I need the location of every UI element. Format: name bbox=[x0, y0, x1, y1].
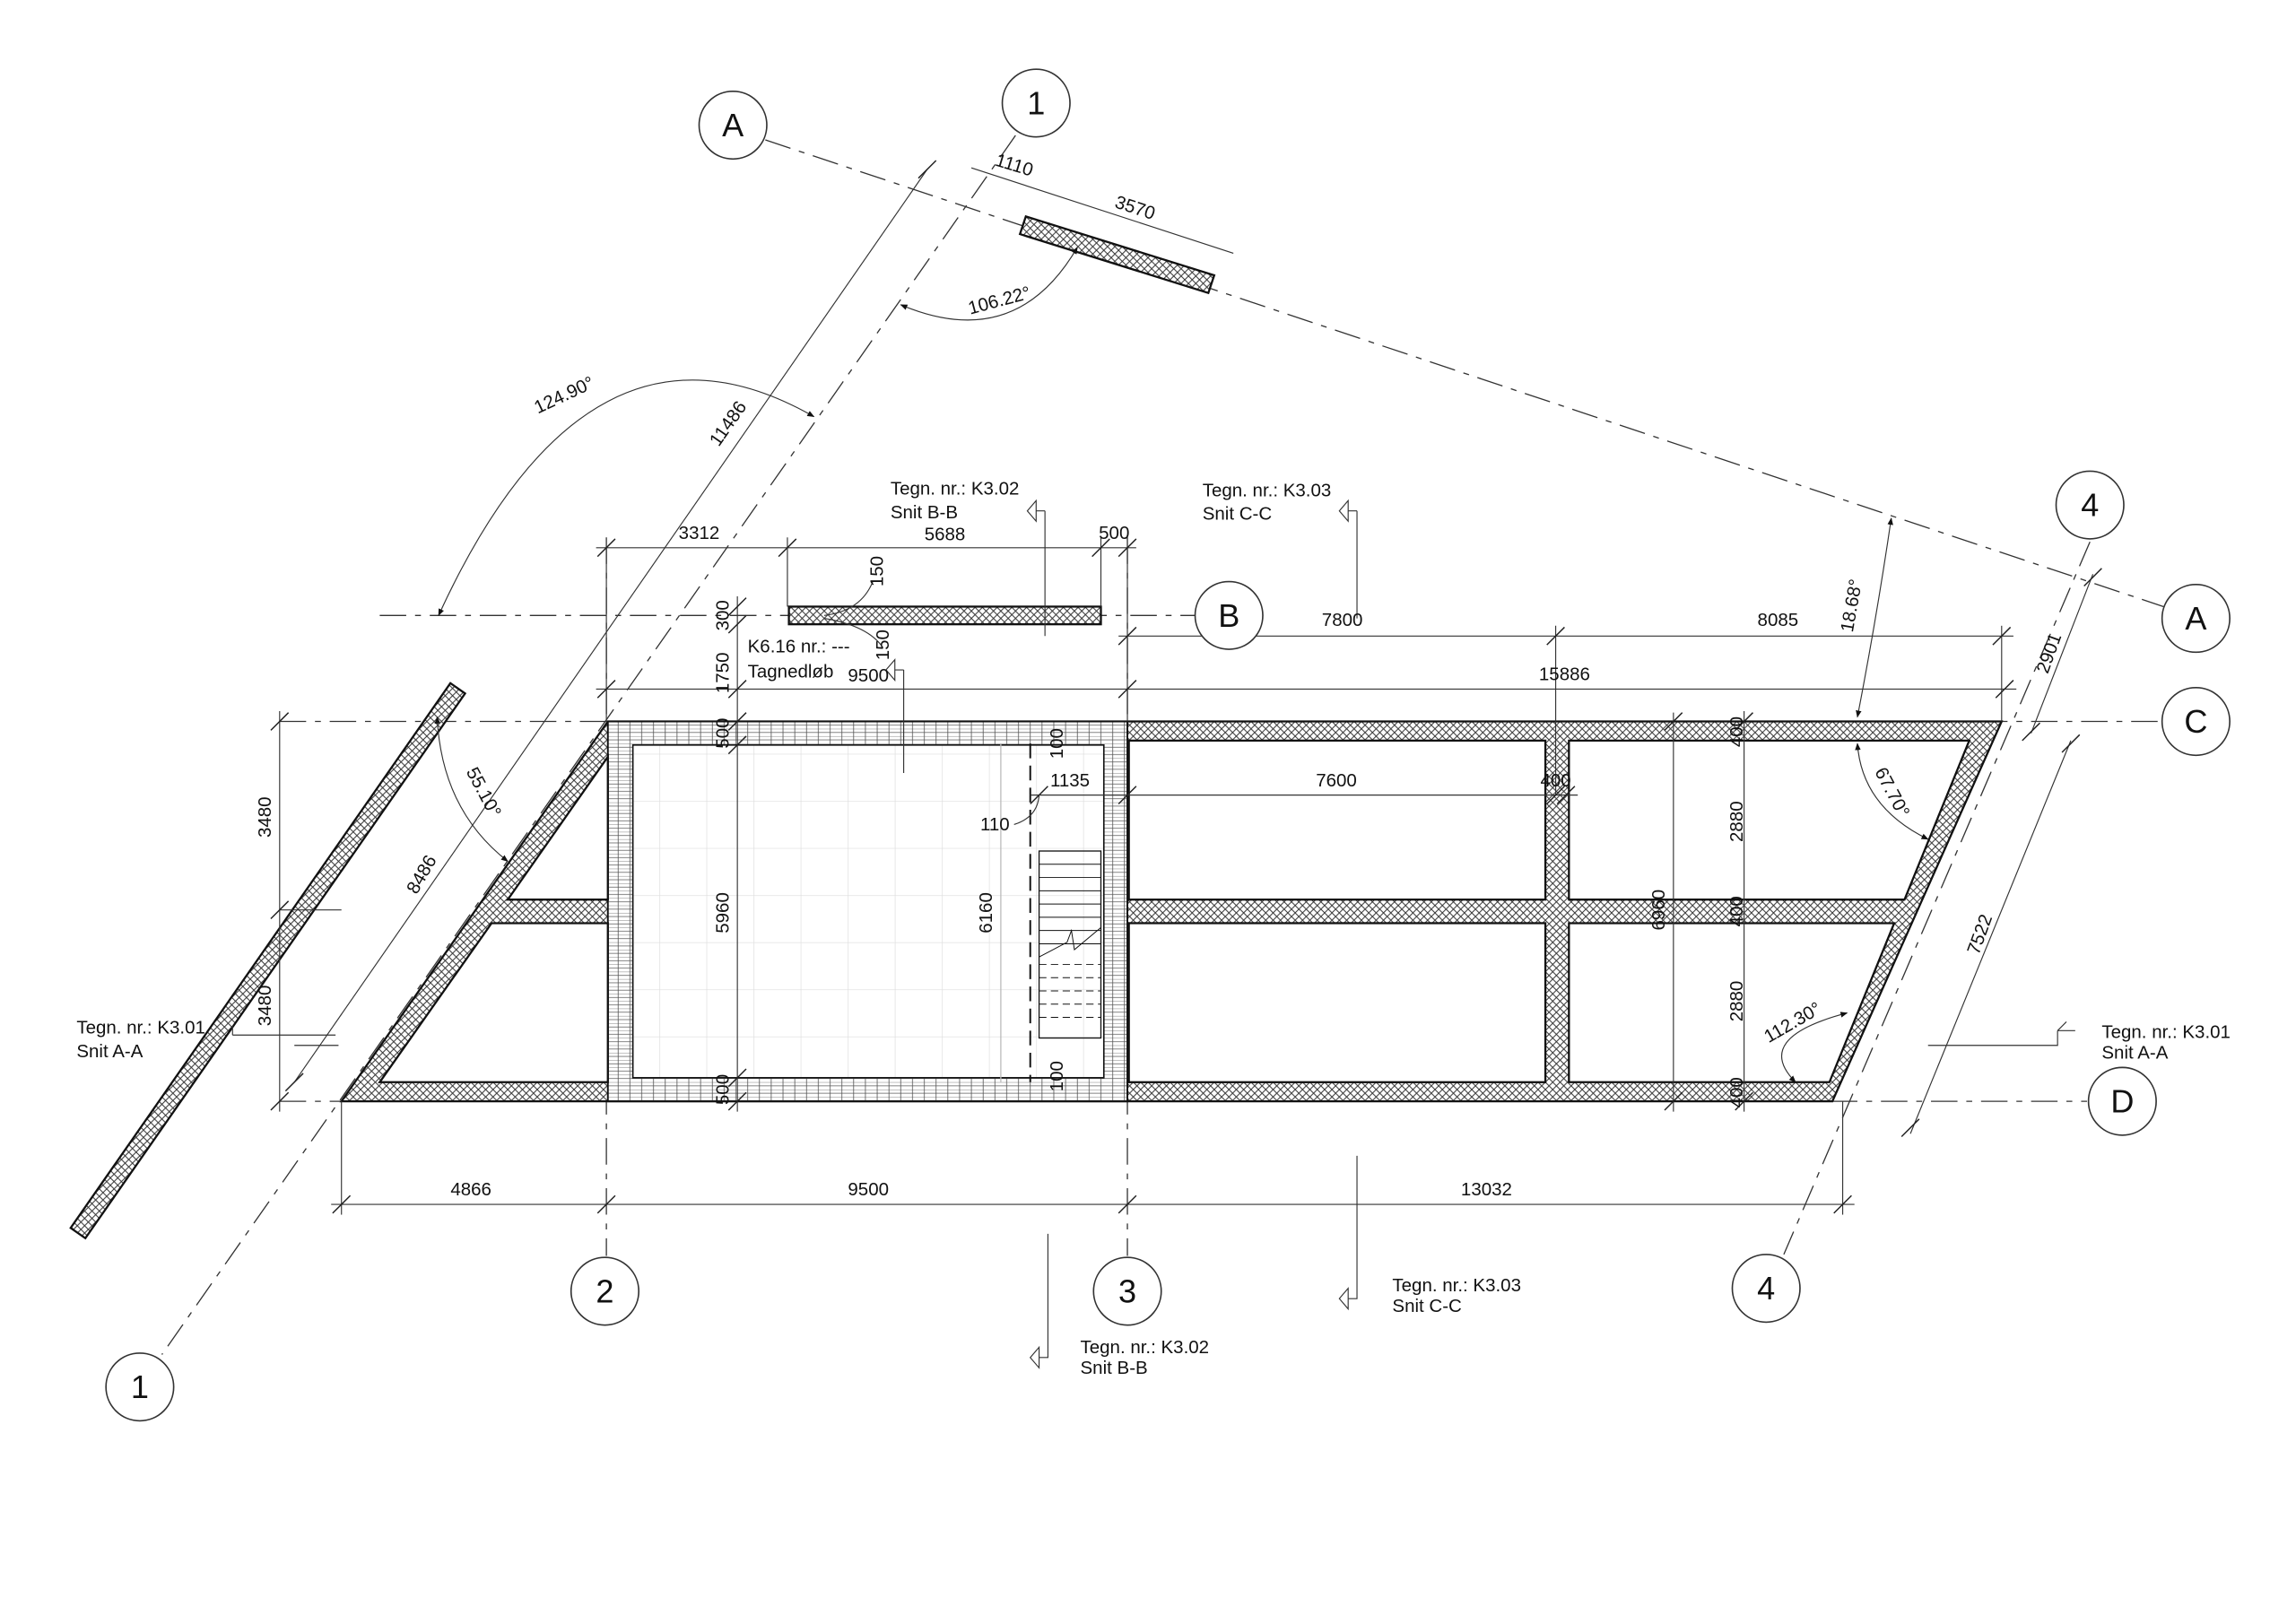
dimension-label: 8486 bbox=[403, 852, 441, 898]
angle-label: 106.22° bbox=[966, 282, 1032, 319]
dimension-label: 15886 bbox=[1539, 664, 1590, 685]
grid-bubble-4-bottom: 4 bbox=[1757, 1270, 1775, 1307]
section-label: K6.16 nr.: --- bbox=[748, 636, 850, 656]
angle-label: 18.68° bbox=[1837, 578, 1866, 634]
dimension-label: 11486 bbox=[706, 397, 752, 450]
section-label: Snit B-B bbox=[891, 502, 958, 523]
dimension-label: 2901 bbox=[2032, 630, 2066, 676]
dimension-label: 500 bbox=[712, 1074, 733, 1105]
grid-bubble-4-top: 4 bbox=[2081, 487, 2099, 524]
dimension-label: 400 bbox=[1726, 1077, 1747, 1107]
angle-annotations bbox=[434, 247, 1929, 1083]
dimension-label: 150 bbox=[873, 630, 893, 660]
section-label: Snit C-C bbox=[1392, 1296, 1462, 1316]
grid-bubbles bbox=[105, 68, 2231, 1422]
dimension-label: 3312 bbox=[679, 523, 720, 543]
dimension-label: 5688 bbox=[925, 525, 966, 545]
section-label: Tegn. nr.: K3.03 bbox=[1203, 480, 1332, 500]
section-label: Tegn. nr.: K3.02 bbox=[891, 479, 1020, 499]
dimension-label: 100 bbox=[1047, 728, 1067, 759]
building-walls bbox=[339, 720, 2004, 1103]
dimension-label: 400 bbox=[1726, 896, 1747, 926]
dimension-label: 300 bbox=[712, 600, 733, 630]
section-label: Tagnedløb bbox=[748, 661, 834, 682]
room bbox=[378, 922, 609, 1083]
dimension-label: 8085 bbox=[1758, 610, 1799, 630]
section-label: Tegn. nr.: K3.01 bbox=[76, 1018, 205, 1038]
grid-bubble-a-top: A bbox=[722, 107, 744, 143]
stair-room-floor bbox=[631, 743, 1105, 1079]
section-label: Tegn. nr.: K3.03 bbox=[1392, 1275, 1521, 1296]
dimension-label: 7600 bbox=[1316, 770, 1357, 791]
section-markers bbox=[231, 499, 2075, 1369]
grid-bubble-3: 3 bbox=[1118, 1272, 1136, 1309]
section-label: Snit B-B bbox=[1081, 1358, 1148, 1378]
grid-bubble-1-top: 1 bbox=[1027, 84, 1045, 121]
dimension-label: 1110 bbox=[993, 150, 1035, 180]
dimension-label: 9500 bbox=[848, 665, 889, 686]
dimension-label: 3480 bbox=[255, 986, 275, 1027]
dimension-label: 3480 bbox=[255, 796, 275, 838]
dimension-label: 500 bbox=[1099, 523, 1129, 543]
dimension-label: 2880 bbox=[1726, 981, 1747, 1022]
room bbox=[1127, 922, 1547, 1083]
dimension-label: 1135 bbox=[1050, 770, 1090, 791]
dimension-label: 13032 bbox=[1461, 1179, 1512, 1200]
grid-bubble-a-right: A bbox=[2185, 600, 2207, 637]
grid-bubble-d: D bbox=[2110, 1083, 2134, 1120]
room bbox=[505, 753, 609, 901]
dimension-label: 5960 bbox=[712, 892, 733, 934]
angle-label: 55.10° bbox=[462, 764, 505, 821]
room bbox=[1568, 739, 1971, 901]
section-label: Snit A-A bbox=[2101, 1043, 2168, 1064]
section-labels: Tegn. nr.: K3.02 Snit B-B Tegn. nr.: K3.… bbox=[76, 479, 2231, 1378]
wall-segments bbox=[69, 214, 1216, 1240]
room bbox=[1127, 739, 1547, 901]
dimension-label: 150 bbox=[867, 556, 888, 586]
section-label: Snit C-C bbox=[1203, 504, 1273, 525]
grid-bubble-c: C bbox=[2184, 703, 2207, 740]
dimension-label: 4866 bbox=[450, 1179, 491, 1200]
section-label: Tegn. nr.: K3.02 bbox=[1081, 1337, 1210, 1358]
dimension-label: 6160 bbox=[976, 892, 996, 934]
dimension-label: 6960 bbox=[1648, 890, 1669, 931]
grid-bubble-b: B bbox=[1218, 597, 1239, 634]
dimension-label: 1750 bbox=[712, 653, 733, 694]
dimension-label: 3570 bbox=[1112, 192, 1157, 224]
grid-bubble-1-bottom: 1 bbox=[131, 1368, 149, 1405]
grid-bubble-2: 2 bbox=[596, 1272, 613, 1309]
staircase bbox=[1000, 743, 1102, 1082]
dimension-label: 400 bbox=[1726, 716, 1747, 747]
dimension-label: 100 bbox=[1047, 1061, 1067, 1091]
dimension-label: 110 bbox=[980, 814, 1010, 835]
dimension-label: 400 bbox=[1540, 770, 1570, 791]
dimension-label: 9500 bbox=[848, 1179, 889, 1200]
dimension-label: 500 bbox=[712, 718, 733, 749]
angle-label: 124.90° bbox=[531, 372, 597, 418]
dimension-label: 7800 bbox=[1322, 610, 1363, 630]
section-label: Tegn. nr.: K3.01 bbox=[2101, 1022, 2231, 1043]
section-label: Snit A-A bbox=[76, 1041, 143, 1062]
dimension-label: 2880 bbox=[1726, 801, 1747, 842]
